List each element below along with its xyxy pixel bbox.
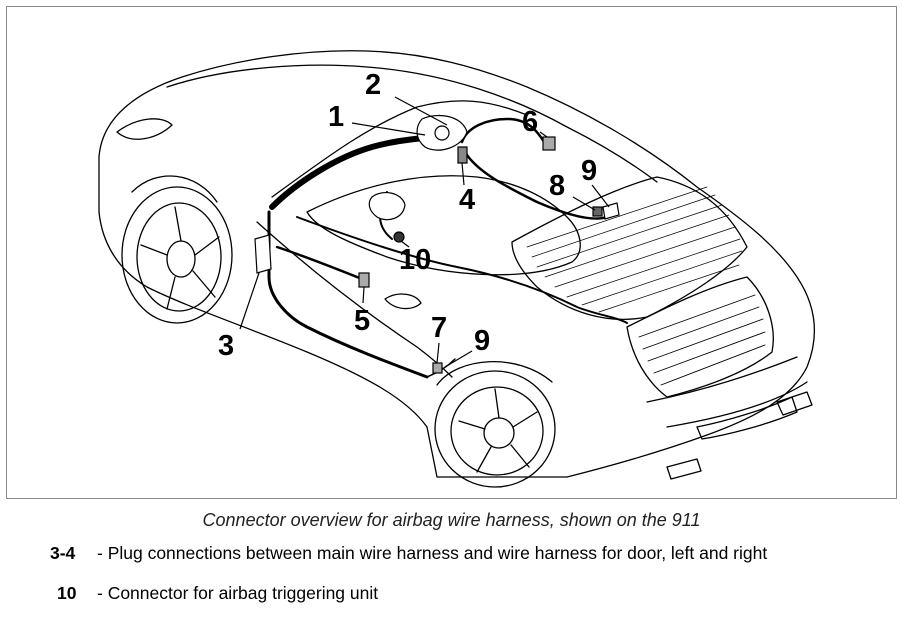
callout-6: 6	[522, 106, 538, 138]
car-body-outline	[98, 50, 816, 478]
connector-9-rear	[602, 202, 620, 220]
callout-3: 3	[218, 330, 234, 362]
rear-bumper	[646, 356, 808, 428]
legend-text: - Plug connections between main wire har…	[97, 543, 768, 563]
figure-caption: Connector overview for airbag wire harne…	[202, 510, 701, 530]
diagram-frame: 1 2 3 4 5 6 7 8 9 9 10	[6, 6, 897, 499]
legend-key: 10	[57, 583, 77, 603]
legend-key: 3-4	[50, 543, 76, 563]
callout-1: 1	[328, 101, 344, 133]
rear-wheel	[434, 361, 556, 488]
callout-2: 2	[365, 69, 381, 101]
legend-text: - Connector for airbag triggering unit	[97, 583, 379, 603]
front-wheel	[121, 175, 233, 324]
leader-lines	[239, 96, 610, 368]
callout-9-door: 9	[474, 325, 490, 357]
connector-4	[457, 146, 468, 164]
door-connectors-3	[254, 234, 272, 274]
door-handle	[384, 293, 422, 310]
connector-8	[592, 206, 603, 217]
callout-4: 4	[459, 184, 475, 216]
callout-8: 8	[549, 170, 565, 202]
side-window	[306, 175, 581, 276]
engine-lid	[626, 276, 774, 398]
rear-light	[696, 396, 798, 440]
connector-10	[393, 231, 405, 243]
callout-7: 7	[431, 312, 447, 344]
wire-harness	[267, 117, 628, 379]
connector-5	[358, 272, 370, 288]
callout-10: 10	[399, 244, 431, 276]
windshield	[271, 100, 528, 198]
headlight	[116, 118, 173, 140]
car-wiring-illustration: 1 2 3 4 5 6 7 8 9 9 10	[98, 50, 816, 488]
connector-7	[432, 362, 443, 374]
rear-window	[511, 176, 748, 320]
exhaust	[776, 391, 813, 416]
callout-9-rear: 9	[581, 155, 597, 187]
callout-5: 5	[354, 305, 370, 337]
car-roof	[166, 64, 658, 183]
triggering-unit	[368, 191, 406, 221]
connector-6	[542, 136, 556, 151]
